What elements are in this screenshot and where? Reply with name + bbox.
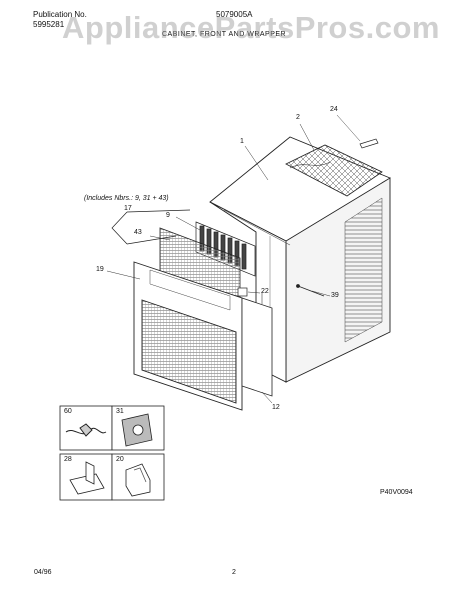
includes-note: (Includes Nbrs.: 9, 31 + 43) bbox=[84, 195, 169, 202]
rear-mesh-panel bbox=[285, 144, 383, 197]
inset-label-60: 60 bbox=[64, 408, 72, 415]
part-24-strip bbox=[336, 114, 379, 149]
inset-label-31: 31 bbox=[116, 408, 124, 415]
air-filter bbox=[241, 292, 273, 397]
part-22-clip bbox=[237, 287, 248, 297]
inset-label-28: 28 bbox=[64, 456, 72, 463]
inset-label-20: 20 bbox=[116, 456, 124, 463]
group-17-bracket bbox=[111, 209, 191, 245]
callout-9: 9 bbox=[166, 212, 170, 219]
inset-20-knob bbox=[125, 463, 151, 497]
front-grille bbox=[133, 261, 243, 411]
footer-date: 04/96 bbox=[34, 569, 52, 576]
callout-22: 22 bbox=[261, 288, 269, 295]
callout-1: 1 bbox=[240, 138, 244, 145]
callout-17: 17 bbox=[124, 205, 132, 212]
leader-lines bbox=[106, 123, 331, 404]
footer-page-number: 2 bbox=[232, 569, 236, 576]
part-39-screw bbox=[296, 284, 325, 297]
inset-60-cord bbox=[65, 423, 107, 437]
publication-label: Publication No. bbox=[33, 10, 87, 19]
watermark: AppliancePartsPros.com bbox=[62, 10, 440, 45]
callout-19: 19 bbox=[96, 266, 104, 273]
model-number: 5079005A bbox=[216, 10, 253, 19]
section-title: CABINET, FRONT AND WRAPPER bbox=[162, 31, 287, 38]
inset-28-bracket bbox=[69, 461, 105, 495]
callout-12: 12 bbox=[272, 404, 280, 411]
inset-31-pad bbox=[121, 413, 153, 447]
figure-code: P40V0094 bbox=[380, 489, 413, 496]
callout-39: 39 bbox=[331, 292, 339, 299]
callout-2: 2 bbox=[296, 114, 300, 121]
publication-number: 5995281 bbox=[33, 20, 65, 29]
callout-43: 43 bbox=[134, 229, 142, 236]
callout-24: 24 bbox=[330, 106, 338, 113]
